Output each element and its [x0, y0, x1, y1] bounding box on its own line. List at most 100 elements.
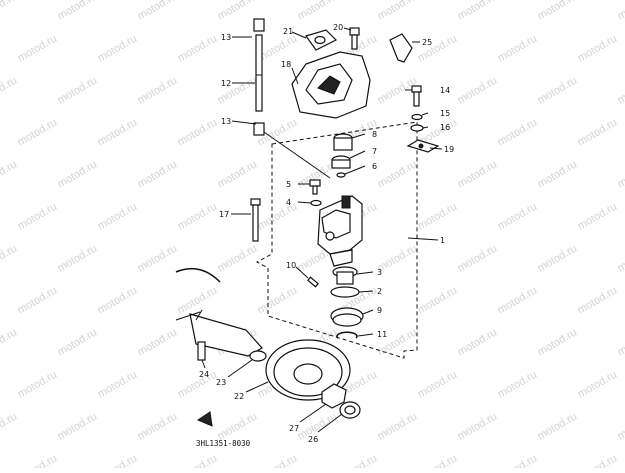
watermark-text: motod.ru — [56, 242, 100, 274]
washer-15 — [412, 115, 422, 120]
watermark-text: motod.ru — [496, 116, 540, 148]
callout-16: 16 — [440, 123, 450, 132]
watermark-text: motod.ru — [456, 158, 500, 190]
watermark-text: motod.ru — [96, 368, 140, 400]
callout-19: 19 — [444, 145, 454, 154]
watermark-text: motod.ru — [456, 326, 500, 358]
watermark-text: motod.ru — [56, 158, 100, 190]
watermark-text: motod.ru — [496, 32, 540, 64]
callout-18: 18 — [281, 60, 291, 69]
watermark-text: motod.ru — [456, 74, 500, 106]
watermark-text: motod.ru — [256, 284, 300, 316]
watermark-text: motod.ru — [96, 116, 140, 148]
watermark-text: motod.ru — [256, 200, 300, 232]
watermark-text: motod.ru — [576, 368, 620, 400]
watermark-text: motod.ru — [616, 0, 625, 23]
watermark-text: motod.ru — [136, 0, 180, 23]
pump-cover-18 — [292, 52, 370, 118]
watermark-text: motod.ru — [96, 284, 140, 316]
watermark-text: motod.ru — [456, 0, 500, 23]
watermark-text: motod.ru — [176, 116, 220, 148]
watermark-text: motod.ru — [0, 74, 19, 106]
watermark-text: motod.ru — [96, 200, 140, 232]
callout-8: 8 — [372, 130, 377, 139]
watermark-text: motod.ru — [16, 32, 60, 64]
watermark-text: motod.ru — [16, 284, 60, 316]
watermark-text: motod.ru — [536, 74, 580, 106]
watermark-text: motod.ru — [376, 0, 420, 23]
drawing-code: 3HL1351-8030 — [196, 439, 251, 448]
washer-16 — [411, 125, 423, 131]
callout-12: 12 — [221, 79, 231, 88]
watermark-text: motod.ru — [536, 410, 580, 442]
drive-gear-9 — [331, 308, 363, 326]
watermark-text: motod.ru — [216, 158, 260, 190]
watermark-text: motod.ru — [176, 368, 220, 400]
callout-24: 24 — [199, 370, 209, 379]
watermark-text: motod.ru — [96, 452, 140, 468]
washer-4 — [311, 201, 321, 206]
watermark-text: motod.ru — [136, 242, 180, 274]
watermark-text: motod.ru — [16, 200, 60, 232]
callout-10: 10 — [286, 261, 296, 270]
callout-17: 17 — [219, 210, 229, 219]
watermark-text: motod.ru — [56, 410, 100, 442]
watermark-text: motod.ru — [296, 0, 340, 23]
o-ring-23 — [250, 351, 266, 361]
oil-seal-2 — [331, 287, 359, 297]
screw-5 — [310, 180, 320, 194]
watermark-text: motod.ru — [0, 158, 19, 190]
watermark-text: motod.ru — [576, 200, 620, 232]
watermark-text: motod.ru — [416, 284, 460, 316]
callout-15: 15 — [440, 109, 450, 118]
circlip-11 — [337, 332, 357, 338]
clip-25 — [390, 34, 412, 62]
bracket-21 — [306, 30, 336, 50]
callout-26: 26 — [308, 435, 318, 444]
watermark-text: motod.ru — [176, 284, 220, 316]
callout-7: 7 — [372, 147, 377, 156]
pin-10 — [308, 277, 318, 286]
callout-21: 21 — [283, 27, 293, 36]
watermark-text: motod.ru — [616, 326, 625, 358]
watermark-text: motod.ru — [256, 452, 300, 468]
watermark-text: motod.ru — [336, 452, 380, 468]
callout-3: 3 — [377, 268, 382, 277]
spring-seat-7 — [332, 156, 350, 168]
watermark-text: motod.ru — [416, 200, 460, 232]
watermark-text: motod.ru — [536, 0, 580, 23]
watermark-text: motod.ru — [536, 158, 580, 190]
watermark-text: motod.ru — [576, 452, 620, 468]
callout-6: 6 — [372, 162, 377, 171]
plunger-cap-8 — [334, 134, 352, 150]
shim-6 — [337, 173, 345, 177]
callout-1: 1 — [440, 236, 445, 245]
watermark-text: motod.ru — [16, 116, 60, 148]
bolt-14 — [412, 86, 421, 106]
callout-4: 4 — [286, 198, 291, 207]
watermark-text: motod.ru — [616, 410, 625, 442]
watermark-text: motod.ru — [536, 326, 580, 358]
watermark-text: motod.ru — [496, 452, 540, 468]
callout-9: 9 — [377, 306, 382, 315]
plate-19 — [408, 140, 438, 152]
callout-5: 5 — [286, 180, 291, 189]
watermark-text: motod.ru — [496, 200, 540, 232]
watermark-text: motod.ru — [56, 74, 100, 106]
callout-27: 27 — [289, 424, 299, 433]
watermark-text: motod.ru — [216, 242, 260, 274]
watermark-text: motod.ru — [456, 242, 500, 274]
watermark-text: motod.ru — [616, 158, 625, 190]
watermark-text: motod.ru — [176, 200, 220, 232]
watermark-text: motod.ru — [376, 158, 420, 190]
watermark-text: motod.ru — [16, 368, 60, 400]
watermark-text: motod.ru — [176, 32, 220, 64]
watermark-text: motod.ru — [576, 116, 620, 148]
watermark-text: motod.ru — [136, 410, 180, 442]
watermark-text: motod.ru — [136, 74, 180, 106]
watermark-text: motod.ru — [0, 326, 19, 358]
watermark-text: motod.ru — [616, 74, 625, 106]
watermark-text: motod.ru — [0, 410, 19, 442]
callout-13a: 13 — [221, 33, 231, 42]
